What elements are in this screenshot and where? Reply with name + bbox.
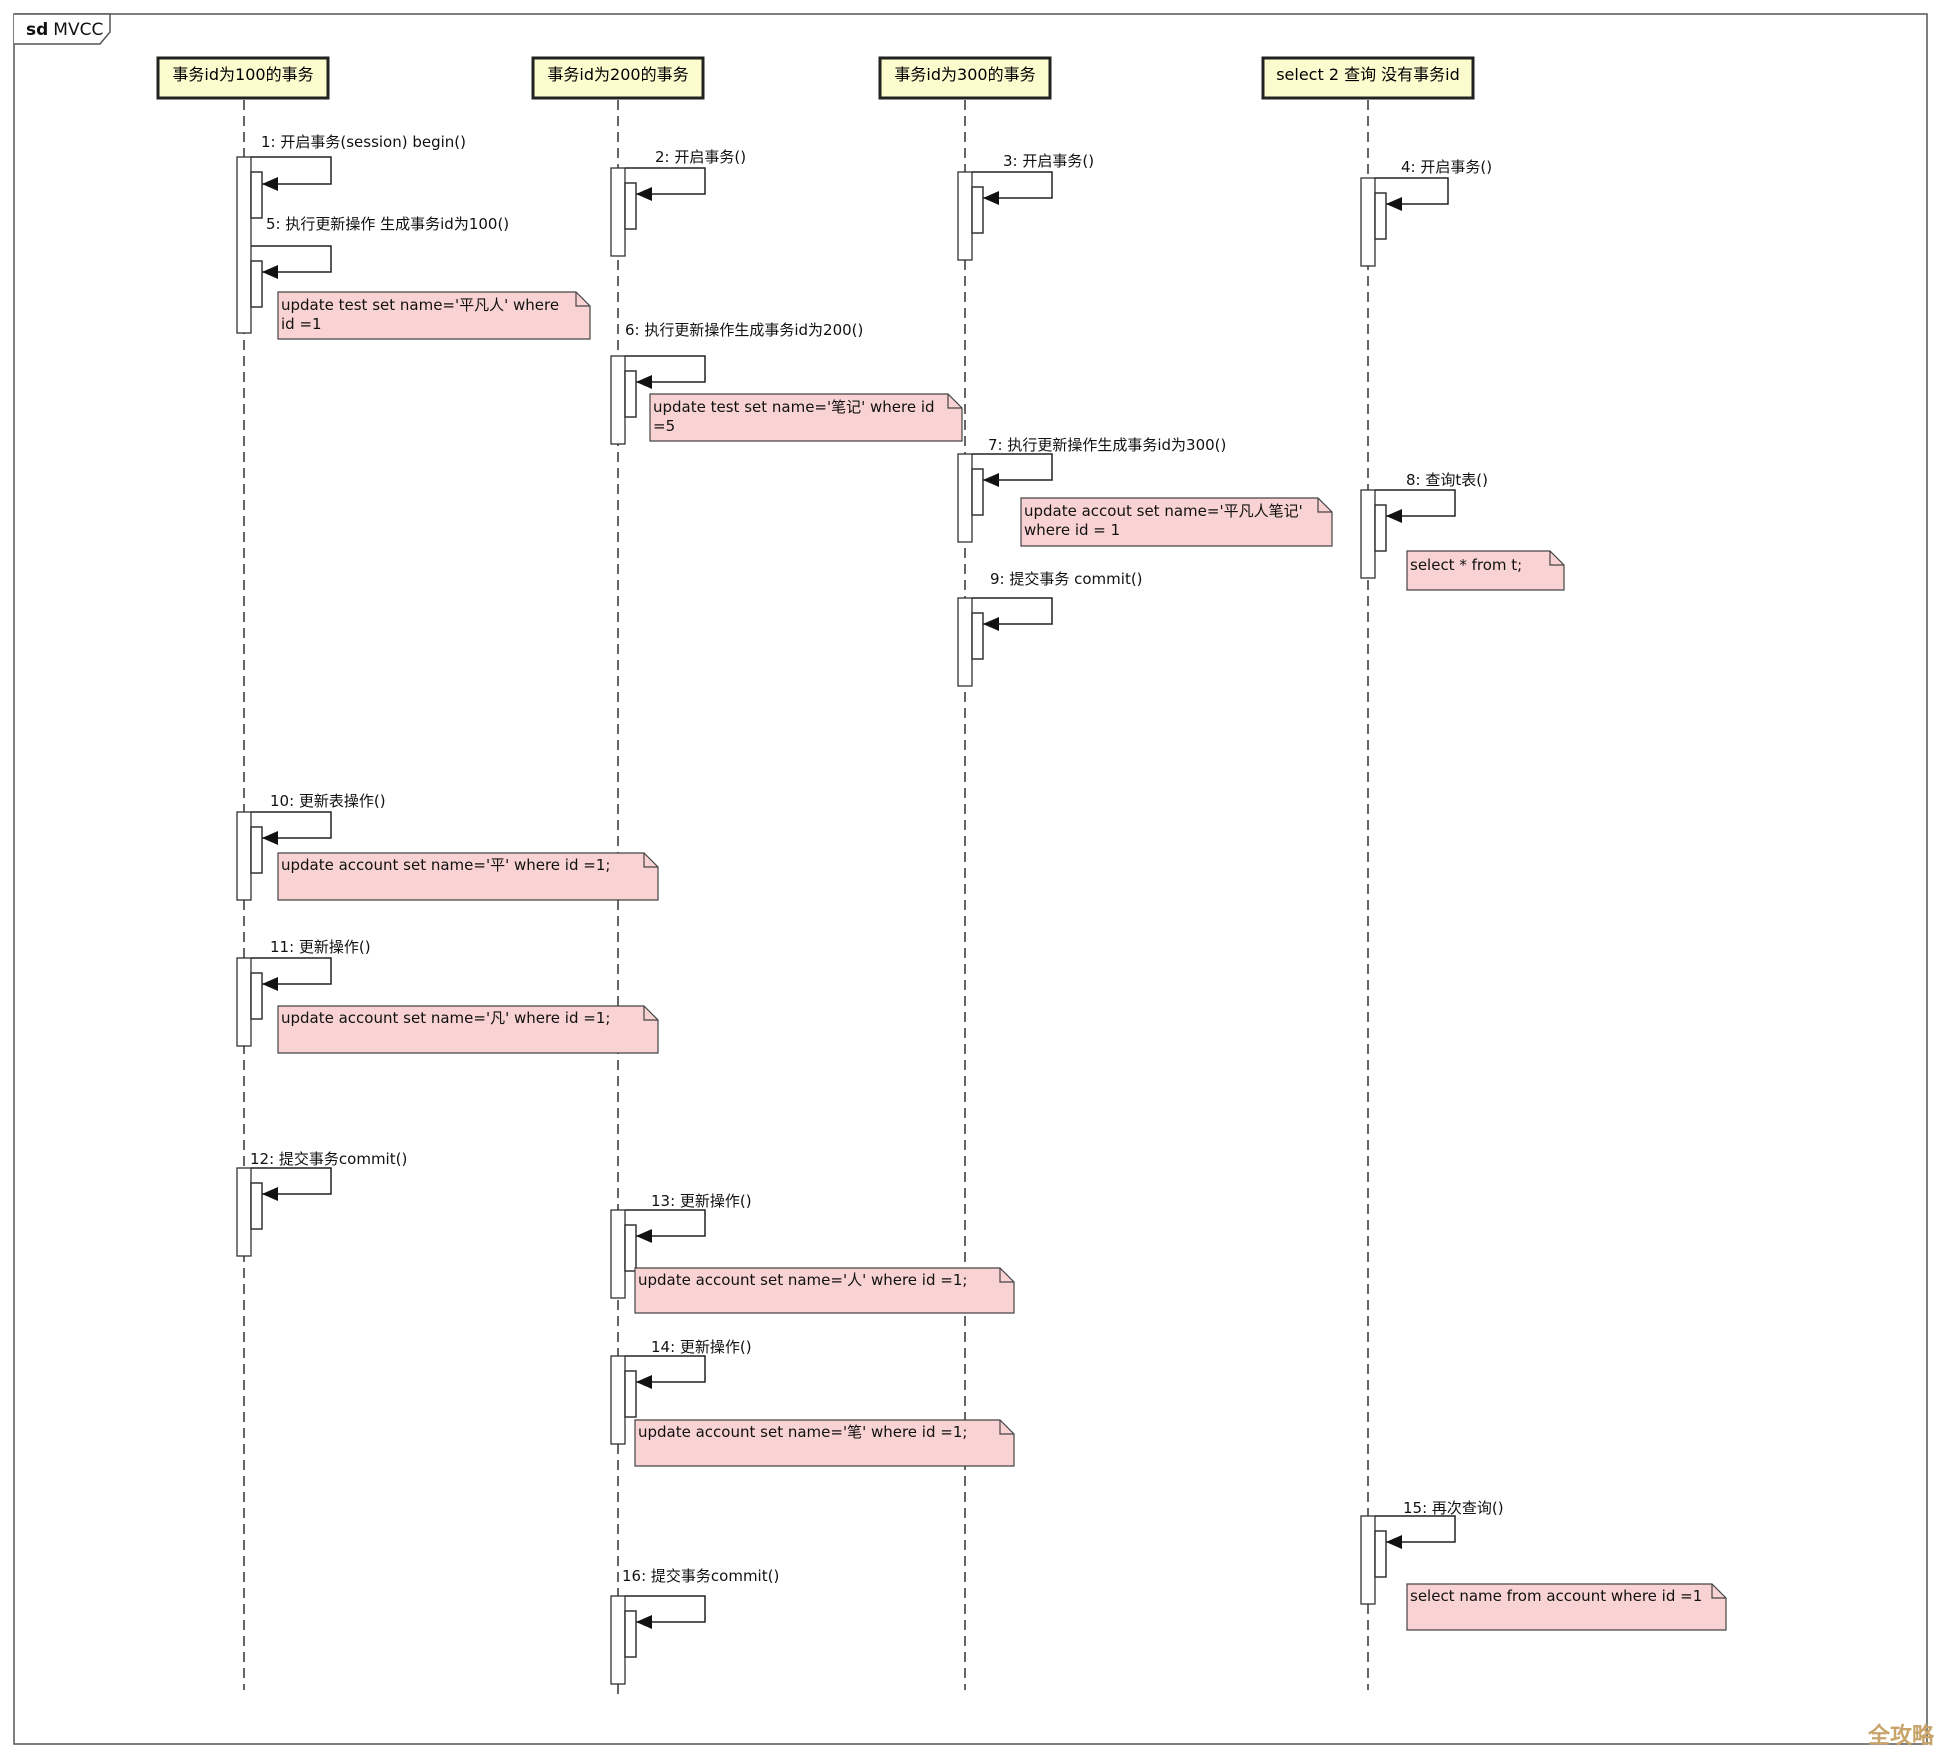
message-label: 16: 提交事务commit() [622, 1567, 779, 1585]
activation-bar [1360, 177, 1376, 267]
message-label: 8: 查询t表() [1406, 471, 1488, 489]
self-message-10 [250, 811, 332, 874]
self-message-11 [250, 957, 332, 1020]
activation-bar [610, 1355, 626, 1445]
activation-bar [610, 1209, 626, 1299]
self-message-2 [624, 167, 706, 230]
message-label: 1: 开启事务(session) begin() [261, 133, 466, 151]
activation-bar [957, 453, 973, 543]
activation-bar [1360, 1515, 1376, 1605]
activation-bar [610, 1595, 626, 1685]
message-label: 13: 更新操作() [651, 1192, 752, 1210]
activation-bar [1360, 489, 1376, 579]
self-message-8 [1374, 489, 1456, 552]
message-label: 9: 提交事务 commit() [990, 570, 1143, 588]
note-text: update accout set name='平凡人笔记' [1024, 502, 1303, 520]
note-9: select name from account where id =1 [1406, 1583, 1727, 1631]
self-message-5 [250, 245, 332, 308]
messages [250, 156, 1456, 1658]
lifeline-t100: 事务id为100的事务 [156, 56, 330, 1690]
note-7: update account set name='人' where id =1; [634, 1267, 1015, 1314]
note-text: select name from account where id =1 [1410, 1587, 1702, 1605]
note-text: select * from t; [1410, 556, 1522, 574]
lifeline-label: 事务id为300的事务 [894, 65, 1035, 84]
message-label: 11: 更新操作() [270, 938, 371, 956]
note-6: update account set name='凡' where id =1; [277, 1005, 659, 1054]
message-label: 10: 更新表操作() [270, 792, 386, 810]
lifeline-label: 事务id为100的事务 [172, 65, 313, 84]
message-label: 7: 执行更新操作生成事务id为300() [988, 436, 1226, 454]
activation-bar [957, 597, 973, 687]
note-5: update account set name='平' where id =1; [277, 852, 659, 901]
activation-bars [236, 156, 1376, 1685]
lifeline-select: select 2 查询 没有事务id [1261, 56, 1475, 1690]
note-8: update account set name='笔' where id =1; [634, 1419, 1015, 1467]
note-text: update account set name='人' where id =1; [638, 1271, 967, 1289]
self-message-15 [1374, 1515, 1456, 1578]
self-message-3 [971, 171, 1053, 234]
self-message-16 [624, 1595, 706, 1658]
message-label: 2: 开启事务() [655, 148, 746, 166]
activation-bar [236, 1167, 252, 1257]
message-label: 12: 提交事务commit() [250, 1150, 407, 1168]
note-2: update test set name='笔记' where id =5 [649, 393, 963, 442]
note-text: update test set name='平凡人' where [281, 296, 559, 314]
note-text: update account set name='笔' where id =1; [638, 1423, 967, 1441]
activation-bar [610, 355, 626, 445]
message-label: 3: 开启事务() [1003, 152, 1094, 170]
message-label: 15: 再次查询() [1403, 1499, 1504, 1517]
activation-bar [957, 171, 973, 261]
activation-bar [610, 167, 626, 257]
message-label: 5: 执行更新操作 生成事务id为100() [266, 215, 509, 233]
self-message-1 [250, 156, 332, 219]
note-text: =5 [653, 417, 675, 435]
note-4: select * from t; [1406, 550, 1565, 591]
watermark-logo: 全攻略 [1868, 1724, 1935, 1749]
activation-bar [236, 957, 252, 1047]
self-message-9 [971, 597, 1053, 660]
note-text: update test set name='笔记' where id [653, 398, 935, 416]
note-text: id =1 [281, 315, 322, 333]
activation-bar [236, 811, 252, 901]
note-text: update account set name='凡' where id =1; [281, 1009, 610, 1027]
self-message-13 [624, 1209, 706, 1272]
lifeline-t300: 事务id为300的事务 [878, 56, 1052, 1690]
activation-bar [236, 156, 252, 334]
lifeline-label: select 2 查询 没有事务id [1276, 65, 1460, 84]
note-3: update accout set name='平凡人笔记' where id … [1020, 497, 1333, 547]
self-message-4 [1374, 177, 1449, 240]
message-label: 4: 开启事务() [1401, 158, 1492, 176]
note-1: update test set name='平凡人' where id =1 [277, 291, 591, 340]
self-message-14 [624, 1355, 706, 1418]
self-message-12 [250, 1167, 332, 1230]
note-text: where id = 1 [1024, 521, 1120, 539]
note-text: update account set name='平' where id =1; [281, 856, 610, 874]
notes: update test set name='平凡人' where id =1 u… [277, 291, 1727, 1631]
message-labels: 1: 开启事务(session) begin() 2: 开启事务() 3: 开启… [250, 133, 1504, 1585]
message-label: 14: 更新操作() [651, 1338, 752, 1356]
lifeline-label: 事务id为200的事务 [547, 65, 688, 84]
message-label: 6: 执行更新操作生成事务id为200() [625, 321, 863, 339]
self-message-7 [971, 453, 1053, 516]
self-message-6 [624, 355, 706, 418]
